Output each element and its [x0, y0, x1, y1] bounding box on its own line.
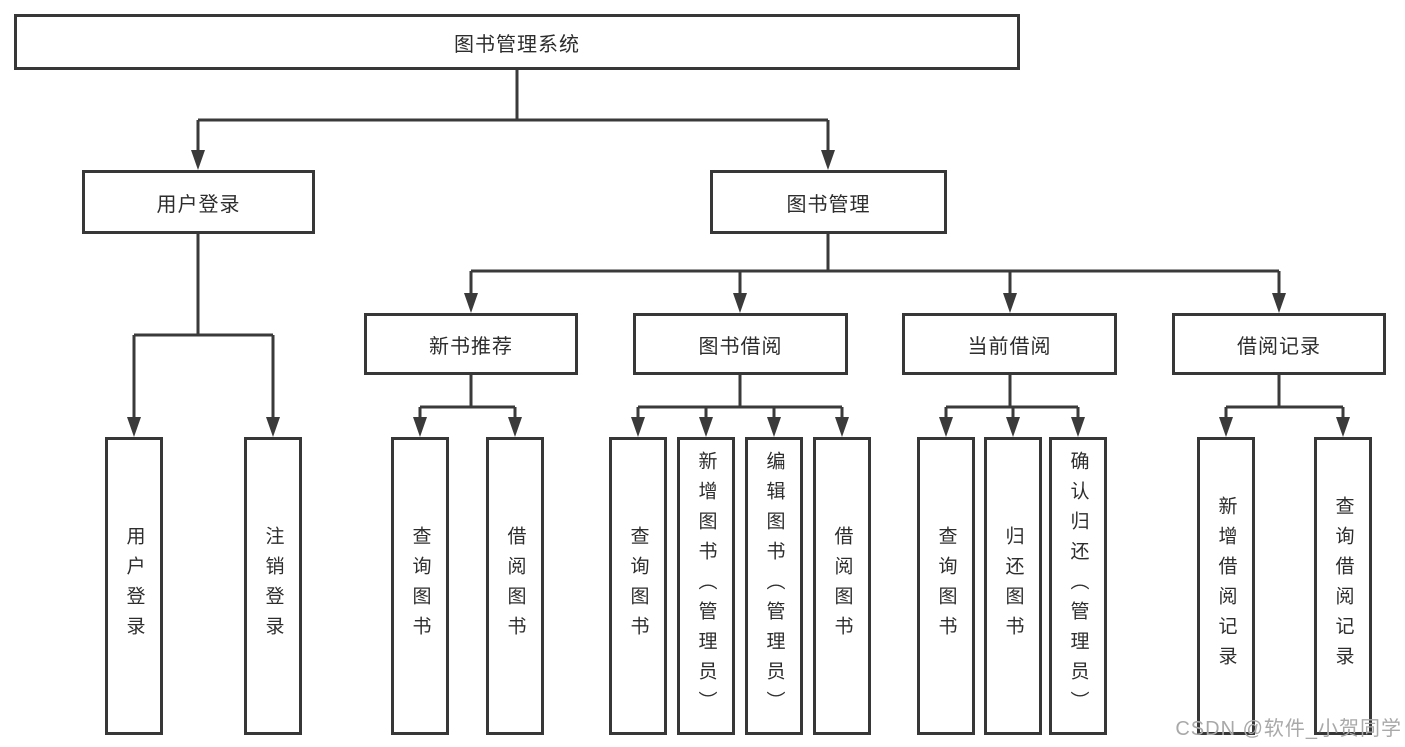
- node-new-book-recommend: 新书推荐: [364, 313, 578, 375]
- arrow-icon: [413, 417, 427, 437]
- node-label: 编辑图书（管理员）: [763, 451, 785, 721]
- leaf-add-borrow-record: 新增借阅记录: [1197, 437, 1255, 735]
- arrow-icon: [835, 417, 849, 437]
- arrow-icon: [1219, 417, 1233, 437]
- arrow-icon: [191, 150, 205, 170]
- leaf-user-login: 用户登录: [105, 437, 163, 735]
- node-label: 查询借阅记录: [1332, 496, 1354, 676]
- node-label: 图书借阅: [698, 335, 783, 358]
- connector-currentborrow-to-leaves: [944, 375, 1080, 419]
- arrow-icon: [939, 417, 953, 437]
- arrow-icon: [1006, 417, 1020, 437]
- connector-records-to-leaves: [1224, 375, 1345, 419]
- node-book-management: 图书管理: [710, 170, 947, 234]
- node-label: 借阅图书: [831, 526, 853, 646]
- node-label: 借阅图书: [504, 526, 526, 646]
- leaf-query-books-borrow: 查询图书: [609, 437, 667, 735]
- node-book-borrow: 图书借阅: [633, 313, 848, 375]
- arrow-icon: [1003, 293, 1017, 313]
- node-label: 确认归还（管理员）: [1067, 451, 1089, 721]
- node-user-login: 用户登录: [82, 170, 315, 234]
- arrow-icon: [1071, 417, 1085, 437]
- node-label: 查询图书: [935, 526, 957, 646]
- node-label: 新书推荐: [429, 335, 513, 358]
- node-label: 当前借阅: [967, 335, 1052, 358]
- arrow-icon: [464, 293, 478, 313]
- connector-root-to-level2: [196, 70, 830, 152]
- node-borrow-records: 借阅记录: [1172, 313, 1386, 375]
- node-label: 借阅记录: [1237, 335, 1321, 358]
- node-label: 新增图书（管理员）: [695, 451, 717, 721]
- arrow-icon: [733, 293, 747, 313]
- leaf-query-borrow-record: 查询借阅记录: [1314, 437, 1372, 735]
- leaf-add-books-admin: 新增图书（管理员）: [677, 437, 735, 735]
- node-label: 归还图书: [1002, 526, 1024, 646]
- connector-bookborrow-to-leaves: [636, 375, 844, 419]
- arrow-icon: [1272, 293, 1286, 313]
- node-label: 注销登录: [262, 526, 284, 646]
- node-current-borrow: 当前借阅: [902, 313, 1117, 375]
- arrow-icon: [767, 417, 781, 437]
- arrow-icon: [508, 417, 522, 437]
- node-label: 用户登录: [123, 526, 145, 646]
- connector-userlogin-to-leaves: [132, 234, 275, 419]
- node-label: 查询图书: [627, 526, 649, 646]
- arrow-icon: [266, 417, 280, 437]
- node-label: 用户登录: [156, 193, 241, 216]
- connector-bookmgmt-to-level3: [469, 234, 1281, 295]
- node-root: 图书管理系统: [14, 14, 1020, 70]
- node-label: 查询图书: [409, 526, 431, 646]
- leaf-query-books-recommend: 查询图书: [391, 437, 449, 735]
- leaf-borrow-books: 借阅图书: [813, 437, 871, 735]
- connector-newbook-to-leaves: [418, 375, 517, 419]
- arrow-icon: [127, 417, 141, 437]
- arrow-icon: [1336, 417, 1350, 437]
- leaf-query-books-current: 查询图书: [917, 437, 975, 735]
- leaf-borrow-books-recommend: 借阅图书: [486, 437, 544, 735]
- leaf-confirm-return-admin: 确认归还（管理员）: [1049, 437, 1107, 735]
- node-label: 图书管理: [786, 193, 871, 216]
- watermark: CSDN @软件_小贺同学: [1175, 718, 1402, 740]
- node-label: 新增借阅记录: [1215, 496, 1237, 676]
- arrow-icon: [631, 417, 645, 437]
- arrow-icon: [699, 417, 713, 437]
- leaf-edit-books-admin: 编辑图书（管理员）: [745, 437, 803, 735]
- node-label: 图书管理系统: [454, 33, 580, 56]
- leaf-return-books: 归还图书: [984, 437, 1042, 735]
- arrow-icon: [821, 150, 835, 170]
- leaf-logout: 注销登录: [244, 437, 302, 735]
- arrowheads: [127, 150, 1350, 437]
